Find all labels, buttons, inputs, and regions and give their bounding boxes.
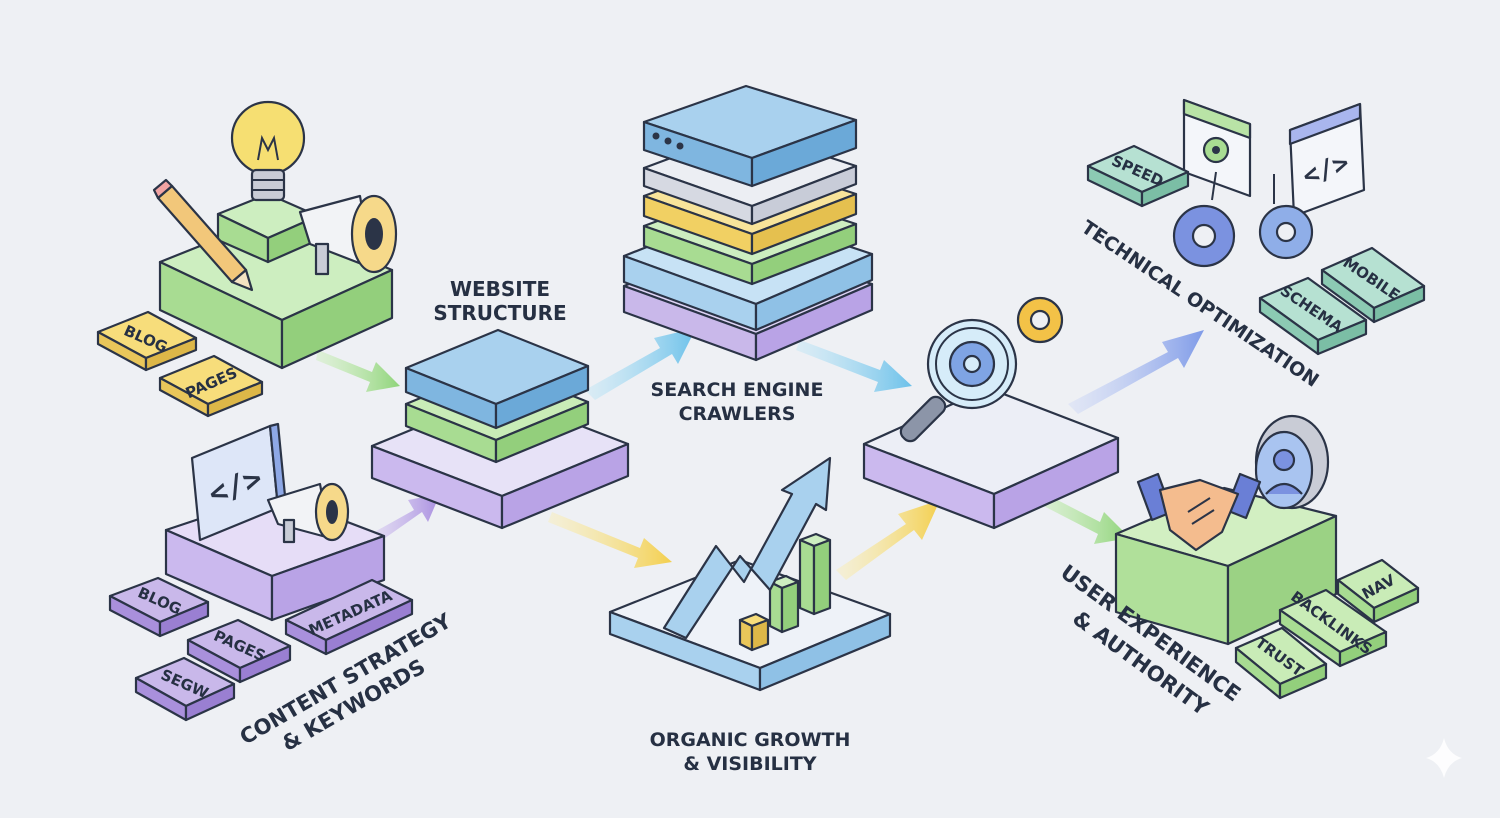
megaphone-icon-small — [266, 482, 350, 544]
arrow-structure-to-crawlers — [585, 328, 696, 400]
server-stack — [622, 84, 874, 362]
tag-speed: SPEED — [1086, 144, 1190, 208]
growth-platform — [608, 558, 892, 692]
tag-blog-bottom: BLOG — [108, 576, 210, 638]
lightbulb-icon — [230, 100, 306, 202]
tag-nav: NAV — [1336, 558, 1420, 624]
gear-icons-blue — [1172, 171, 1314, 268]
arrow-content-to-structure — [316, 350, 400, 392]
megaphone-icon — [298, 194, 398, 276]
website-structure-label-1: WEBSITE — [450, 277, 550, 301]
handshake-icon — [1136, 472, 1262, 552]
trend-arrow-icon — [662, 456, 832, 640]
analysis-platform — [862, 386, 1120, 530]
arrow-structure-to-growth — [548, 512, 672, 568]
tag-trust: TRUST — [1234, 626, 1328, 700]
sparkle-icon — [1426, 738, 1462, 778]
bar-chart-icon — [738, 532, 832, 652]
user-profile-icon — [1254, 414, 1330, 510]
tag-segw: SEGW — [134, 656, 236, 722]
tag-backlinks: BACKLINKS — [1278, 587, 1388, 668]
tag-pages-top: PAGES — [158, 354, 264, 418]
organic-growth-label-1: ORGANIC GROWTH — [650, 729, 851, 751]
arrow-analysis-to-authority — [1032, 490, 1130, 544]
authority-block — [1114, 486, 1338, 646]
arrow-crawlers-to-analysis — [796, 340, 912, 392]
pencil-icon — [152, 178, 254, 292]
search-engine-crawlers-label-1: SEARCH ENGINE — [651, 379, 824, 401]
tag-pages-bottom: PAGES — [186, 618, 292, 684]
magnifier-gear-icon — [899, 296, 1064, 443]
tag-mobile: MOBILE — [1320, 246, 1426, 324]
search-engine-crawlers-label-2: CRAWLERS — [679, 403, 796, 425]
tag-metadata: METADATA — [284, 578, 414, 656]
code-window-icon-right: </> — [1288, 102, 1366, 218]
arrow-analysis-to-technical — [1068, 330, 1204, 414]
organic-growth-label-2: & VISIBILITY — [683, 753, 816, 775]
tag-blog-top: BLOG — [96, 310, 198, 372]
settings-window-icon — [1182, 98, 1252, 198]
website-structure-label-2: STRUCTURE — [433, 301, 566, 325]
tag-schema: SCHEMA — [1258, 276, 1368, 356]
arrow-growth-to-analysis — [836, 500, 940, 580]
gear-icon-orange — [1016, 296, 1064, 344]
website-structure-stack — [370, 328, 630, 530]
